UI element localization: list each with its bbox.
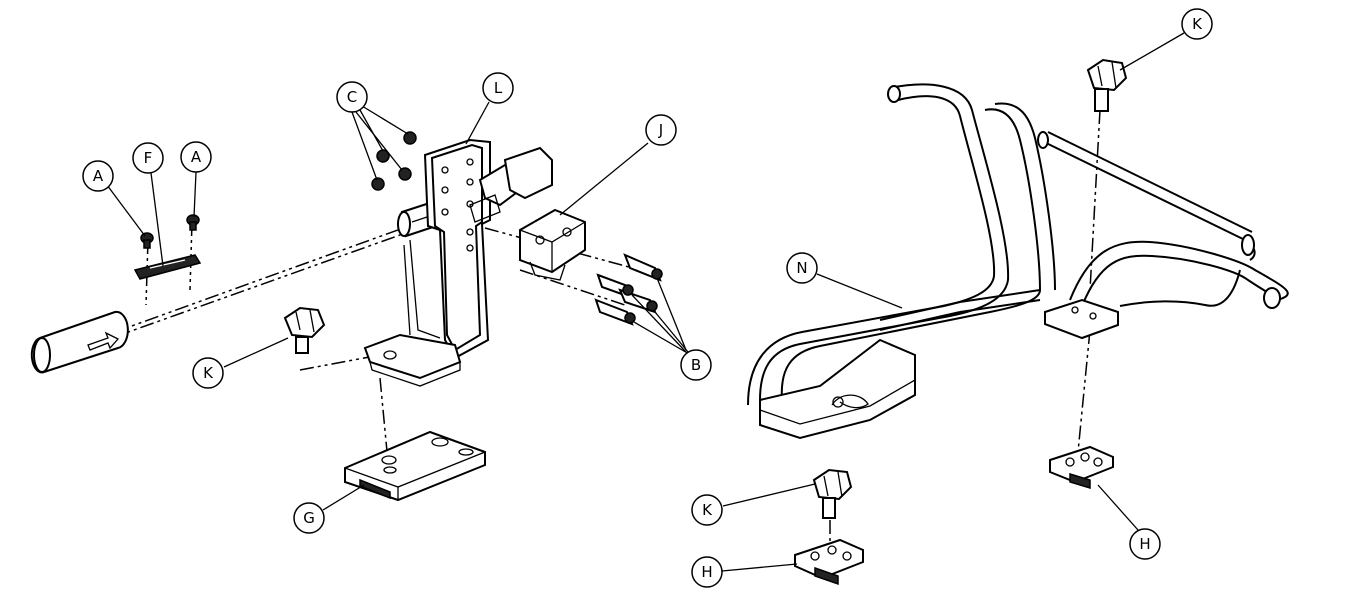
callout-label: K — [203, 364, 214, 382]
nuts-c — [371, 131, 417, 191]
knob-k-left — [283, 306, 326, 354]
clamp-j — [519, 208, 586, 281]
screw-a-right — [186, 214, 200, 231]
callout-c: C — [336, 81, 368, 113]
strap-f — [133, 254, 202, 280]
spacer-h-bottom — [794, 538, 864, 586]
spacer-h-right — [1049, 445, 1114, 490]
callout-label: B — [691, 356, 701, 374]
callout-label: G — [303, 509, 315, 527]
callout-h-bottom: H — [691, 556, 723, 588]
callout-l: L — [482, 72, 514, 104]
callout-label: A — [191, 148, 202, 166]
left-assembly — [30, 131, 663, 502]
callout-label: K — [1192, 15, 1203, 33]
tube-shaft-end — [30, 310, 129, 374]
callout-k-left: K — [192, 357, 224, 389]
right-assembly — [747, 58, 1289, 586]
callout-label: H — [701, 563, 712, 581]
callout-label: K — [702, 501, 713, 519]
screw-a-left — [140, 232, 154, 249]
callout-label: L — [494, 79, 503, 97]
clamp-knob — [469, 146, 553, 223]
callout-label: A — [93, 167, 104, 185]
callout-b: B — [680, 349, 712, 381]
callout-n: N — [786, 252, 818, 284]
plate-g — [344, 430, 486, 502]
callout-label: N — [796, 259, 807, 277]
callout-label: F — [144, 149, 153, 167]
knob-k-bottom — [812, 468, 853, 519]
knob-k-top-right — [1086, 58, 1128, 112]
callout-j: J — [645, 114, 677, 146]
callout-g: G — [293, 502, 325, 534]
callout-label: J — [658, 121, 663, 139]
callout-leaders — [106, 32, 1185, 572]
callout-a-right: A — [180, 141, 212, 173]
callout-k-top-right: K — [1181, 8, 1213, 40]
callout-k-bottom: K — [691, 494, 723, 526]
right-centerlines — [829, 109, 1101, 548]
bracket-l — [363, 138, 491, 387]
frame-n — [747, 83, 1289, 440]
callout-a-left: A — [82, 160, 114, 192]
callout-f: F — [132, 142, 164, 174]
callout-h-right: H — [1129, 528, 1161, 560]
callout-label: C — [347, 88, 357, 106]
bolts-b — [594, 253, 663, 326]
callout-label: H — [1139, 535, 1150, 553]
